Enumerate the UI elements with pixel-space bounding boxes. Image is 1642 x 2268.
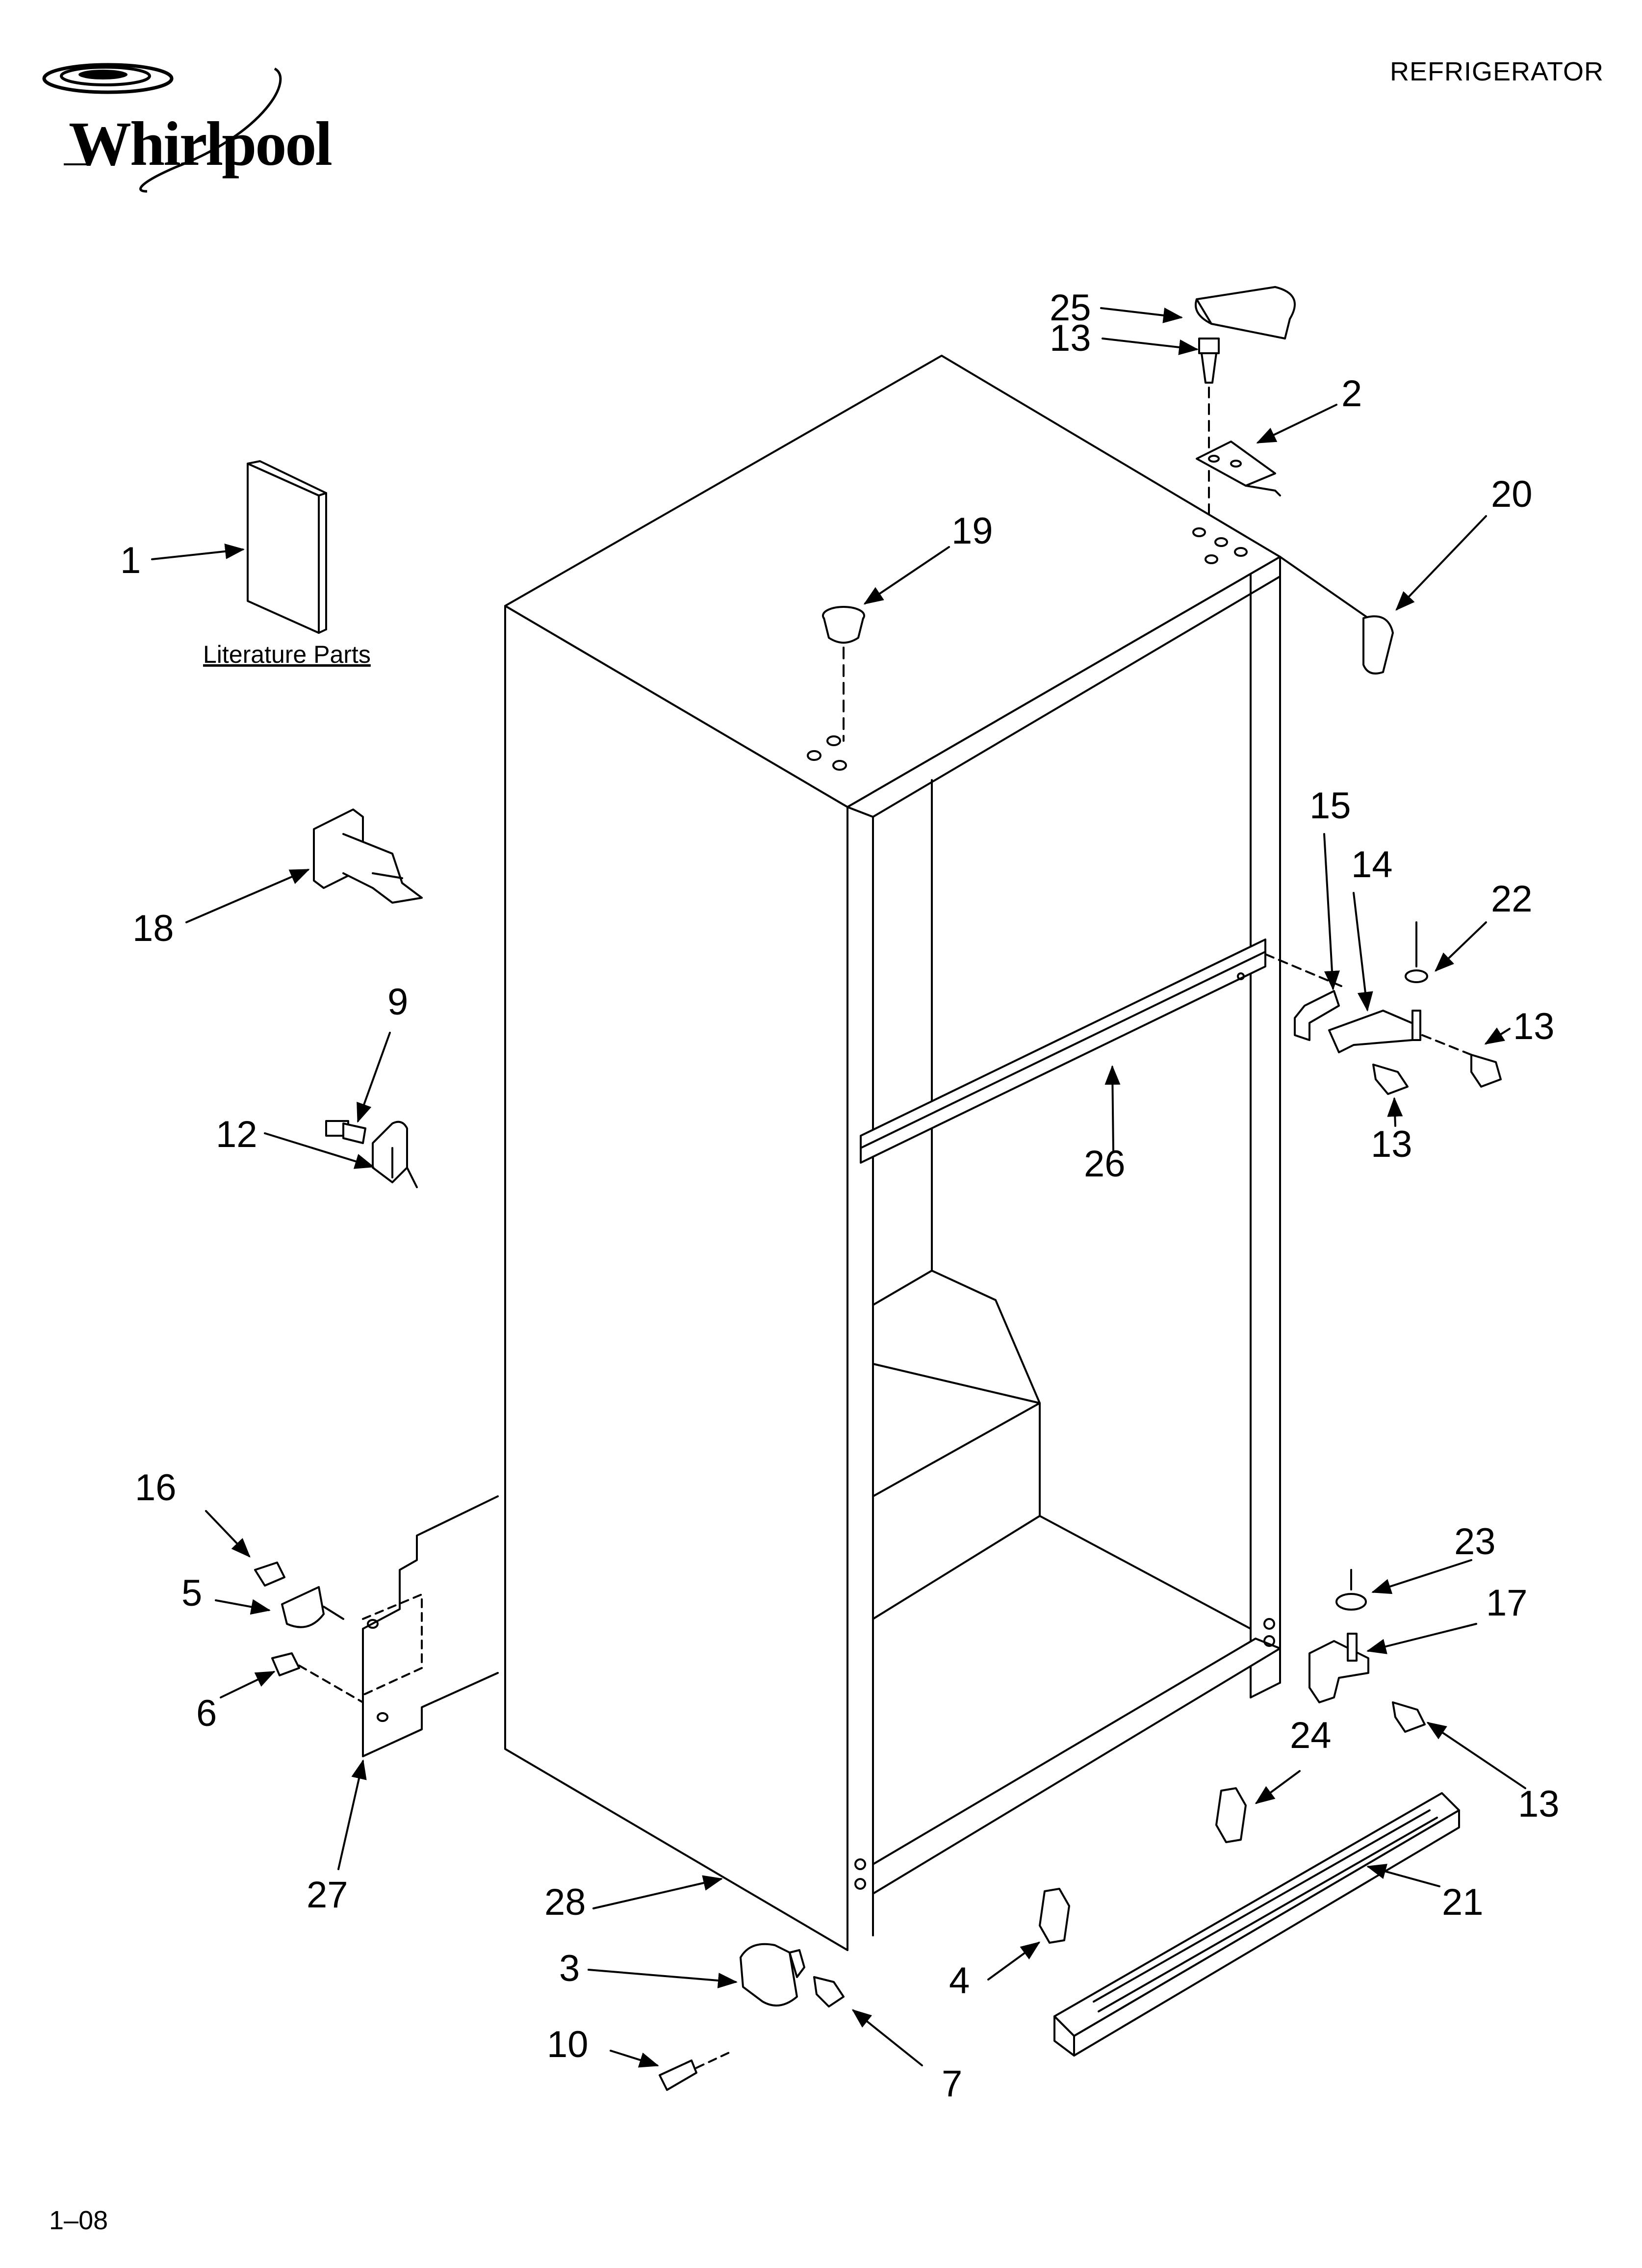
- callout-18: 18: [132, 908, 174, 949]
- callout-13-bottom: 13: [1518, 1783, 1560, 1825]
- callout-23: 23: [1454, 1521, 1496, 1563]
- callout-22: 22: [1491, 878, 1533, 920]
- callout-4: 4: [949, 1960, 970, 2002]
- callout-12: 12: [216, 1114, 257, 1155]
- callout-17: 17: [1486, 1582, 1528, 1624]
- callout-9: 9: [387, 981, 409, 1023]
- small-bracket: [325, 1120, 418, 1188]
- callout-leaders: [151, 307, 1526, 2068]
- top-hinge-screw: [1198, 338, 1220, 521]
- callout-15: 15: [1309, 785, 1351, 827]
- callout-10: 10: [547, 2024, 589, 2065]
- callout-24: 24: [1290, 1715, 1332, 1756]
- center-hinge: [1264, 921, 1502, 1095]
- hinge-cover: [1195, 286, 1296, 339]
- whirlpool-logo: Whirlpool: [20, 49, 333, 196]
- callout-13-top: 13: [1050, 317, 1091, 359]
- callout-20: 20: [1491, 473, 1533, 515]
- callout-13-hinge-right: 13: [1513, 1006, 1555, 1047]
- cabinet-plug: [822, 606, 865, 742]
- hinge-pin-cover: [1279, 556, 1394, 675]
- document-title: REFRIGERATOR: [1389, 57, 1604, 86]
- callout-13-hinge-bottom: 13: [1371, 1123, 1412, 1165]
- callout-26: 26: [1084, 1143, 1126, 1185]
- bottom-hinge: [1308, 1569, 1426, 1733]
- literature-booklet: [247, 460, 327, 634]
- callout-28: 28: [544, 1881, 586, 1923]
- callout-14: 14: [1351, 844, 1393, 886]
- whirlpool-swirl-icon: [42, 63, 282, 193]
- divider-rail: [860, 938, 1266, 1164]
- literature-parts-label: Literature Parts: [203, 641, 371, 668]
- callout-6: 6: [196, 1693, 217, 1734]
- rear-bracket: [254, 1495, 499, 1757]
- brand-wordmark: Whirlpool: [69, 109, 333, 179]
- callout-16: 16: [135, 1467, 177, 1509]
- callout-3: 3: [559, 1948, 580, 1989]
- base-grille: [1053, 1792, 1460, 2057]
- revision-code: 1–08: [49, 2206, 108, 2235]
- top-hinge: [1196, 441, 1281, 496]
- grille-clips: [1039, 1787, 1247, 1944]
- callout-21: 21: [1442, 1881, 1484, 1923]
- callout-5: 5: [181, 1572, 203, 1614]
- callout-19: 19: [951, 510, 993, 552]
- callout-25: 25: [1050, 287, 1091, 329]
- roller-assembly: [659, 1943, 845, 2091]
- callout-7: 7: [942, 2063, 963, 2105]
- callout-27: 27: [307, 1874, 348, 1916]
- cabinet: [504, 355, 1281, 1951]
- callout-1: 1: [120, 540, 141, 581]
- callout-2: 2: [1341, 373, 1362, 415]
- shelf-support: [313, 808, 423, 904]
